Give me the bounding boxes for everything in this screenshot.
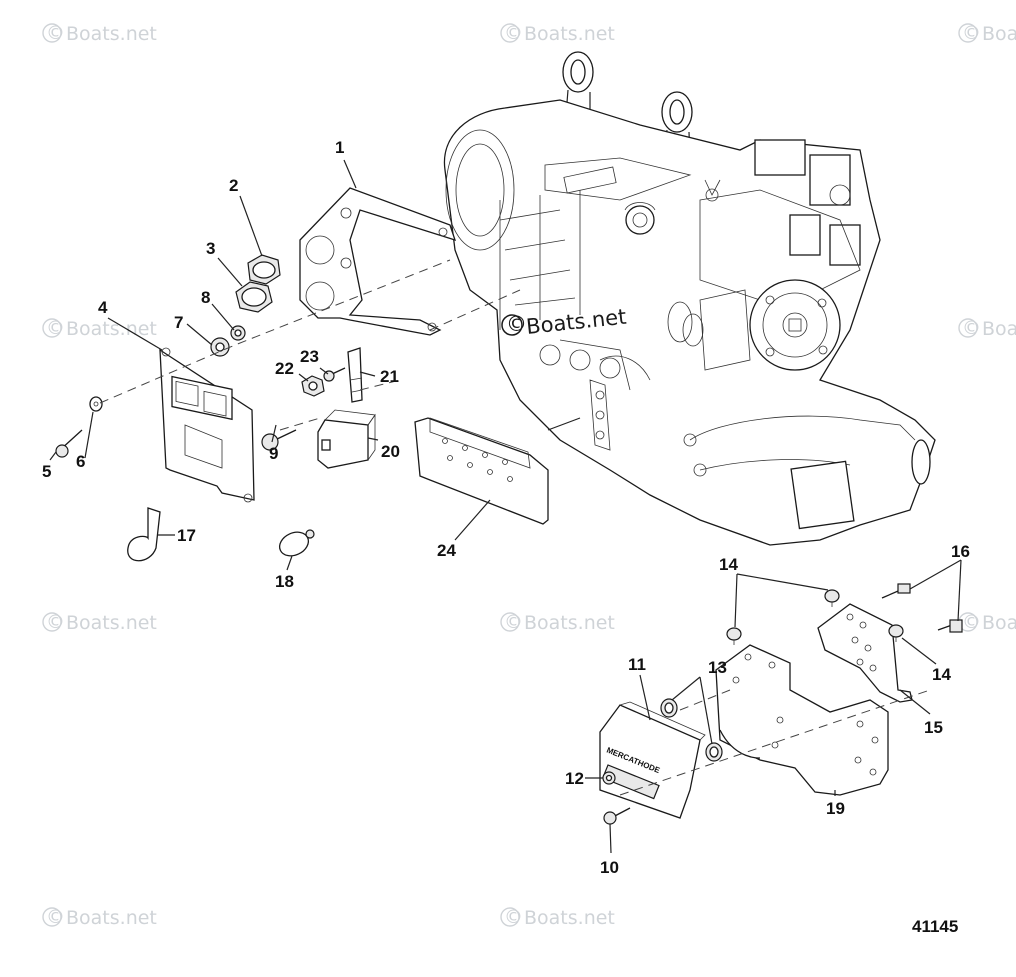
callout-7: 7: [174, 313, 183, 332]
part-stud-16a: [881, 583, 911, 599]
svg-text:Boats.net: Boats.net: [66, 907, 157, 929]
watermark: ©Boats.net: [500, 611, 615, 634]
svg-text:©: ©: [504, 22, 523, 44]
svg-text:Boats.net: Boats.net: [524, 907, 615, 929]
watermark: ©Boats.net: [958, 611, 1016, 634]
callout-12: 12: [565, 769, 584, 788]
part-screw-14c: [888, 624, 904, 642]
part-plug-13a: [660, 698, 678, 718]
watermark: ©Boats.net: [958, 317, 1016, 340]
callout-14-right: 14: [932, 665, 951, 684]
svg-text:©: ©: [504, 611, 523, 633]
callout-23: 23: [300, 347, 319, 366]
callout-16: 16: [951, 542, 970, 561]
svg-text:©: ©: [46, 906, 65, 928]
callout-21: 21: [380, 367, 399, 386]
watermark: ©Boats.net: [42, 611, 157, 634]
part-bracket: [299, 187, 457, 336]
engine-assembly: © Boats.net: [443, 51, 936, 546]
svg-text:Boats.net: Boats.net: [524, 23, 615, 45]
figure-number: 41145: [912, 917, 958, 936]
part-clamp: [127, 507, 161, 562]
solenoid-block: [754, 139, 806, 176]
leader-lines: [49, 159, 962, 854]
part-nut-3: [235, 281, 273, 313]
watermark: ©Boats.net: [500, 22, 615, 45]
callout-10: 10: [600, 858, 619, 877]
part-bracket-15: [817, 603, 913, 703]
svg-text:Boats.net: Boats.net: [982, 23, 1016, 45]
part-washer-6: [89, 396, 103, 412]
svg-text:©: ©: [962, 22, 981, 44]
callout-24: 24: [437, 541, 456, 560]
watermark-dark: © Boats.net: [501, 305, 627, 339]
part-nut-8: [230, 325, 246, 341]
callout-15: 15: [924, 718, 943, 737]
callout-8: 8: [201, 288, 210, 307]
watermark: ©Boats.net: [958, 22, 1016, 45]
part-bolt-5: [55, 429, 83, 458]
svg-text:Boats.net: Boats.net: [982, 318, 1016, 340]
callout-2: 2: [229, 176, 238, 195]
svg-text:Boats.net: Boats.net: [66, 612, 157, 634]
transmission-housing: [443, 99, 936, 546]
watermark: ©Boats.net: [42, 22, 157, 45]
part-screw-14a: [824, 589, 840, 607]
part-mounting-plate: [414, 417, 581, 525]
pump: [749, 279, 841, 371]
watermark: ©Boats.net: [42, 906, 157, 929]
watermarks: ©Boats.net ©Boats.net ©Boats.net ©Boats.…: [42, 22, 1016, 929]
part-nut-2: [247, 254, 281, 285]
callout-14-top: 14: [719, 555, 738, 574]
part-bracket-19: [715, 644, 889, 796]
svg-text:©: ©: [46, 22, 65, 44]
callout-5: 5: [42, 462, 51, 481]
callout-17: 17: [177, 526, 196, 545]
svg-text:©: ©: [962, 317, 981, 339]
svg-text:©: ©: [506, 312, 527, 336]
part-nut-12: [602, 771, 616, 785]
part-screw-10: [603, 807, 631, 825]
callout-labels: 1 2 3 4 5 6 7 8 9 10 11 12 13 14 14 15 1…: [42, 138, 970, 877]
svg-text:©: ©: [46, 611, 65, 633]
callout-11: 11: [628, 655, 646, 674]
callout-9: 9: [269, 444, 278, 463]
watermark: ©Boats.net: [42, 317, 157, 340]
part-bracket-21: [347, 347, 363, 403]
part-nut-7: [210, 337, 230, 357]
part-bolt-9: [261, 429, 297, 451]
part-screw-14b: [726, 627, 742, 645]
part-mercathode-controller: MERCATHODE: [599, 701, 706, 819]
callout-18: 18: [275, 572, 294, 591]
part-hose-clamp: [278, 529, 315, 557]
callout-4: 4: [98, 298, 108, 317]
part-screw-23: [323, 367, 346, 382]
callout-6: 6: [76, 452, 85, 471]
part-ecm-module: [159, 347, 255, 503]
part-stud-16b: [937, 619, 963, 633]
alignment-lines: [99, 259, 931, 796]
svg-text:©: ©: [962, 611, 981, 633]
callout-22: 22: [275, 359, 294, 378]
callout-1: 1: [335, 138, 344, 157]
svg-text:Boats.net: Boats.net: [66, 318, 157, 340]
part-plug-13b: [705, 742, 723, 762]
callout-3: 3: [206, 239, 215, 258]
callout-19: 19: [826, 799, 845, 818]
callout-13: 13: [708, 658, 727, 677]
svg-text:©: ©: [46, 317, 65, 339]
svg-text:Boats.net: Boats.net: [524, 612, 615, 634]
svg-text:Boats.net: Boats.net: [66, 23, 157, 45]
part-relay: [317, 409, 376, 469]
svg-text:Boats.net: Boats.net: [982, 612, 1016, 634]
watermark: ©Boats.net: [500, 906, 615, 929]
callout-20: 20: [381, 442, 400, 461]
svg-text:©: ©: [504, 906, 523, 928]
